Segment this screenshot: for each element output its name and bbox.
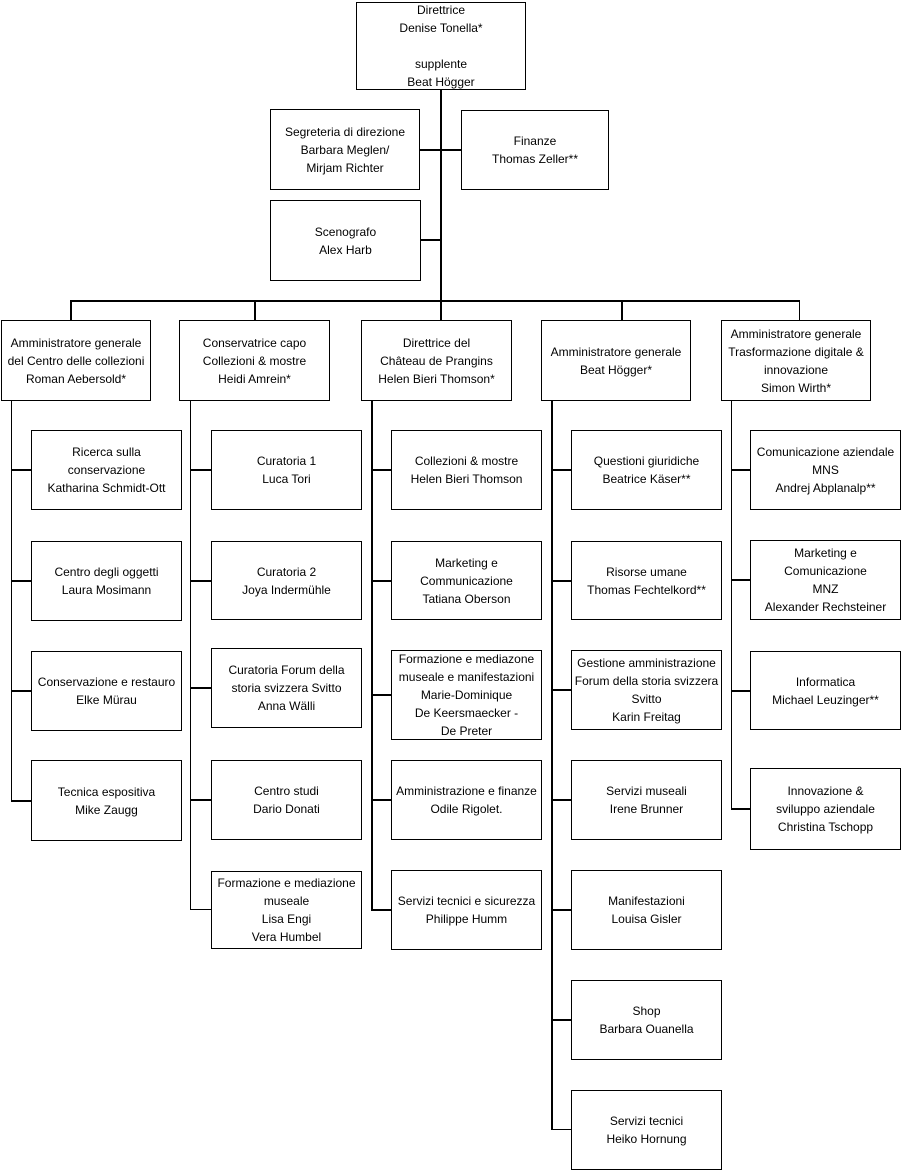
connector-root-trunk xyxy=(440,89,442,302)
connector-col5-trunk xyxy=(730,400,732,809)
org-node-questioni-giuridiche: Questioni giuridiche Beatrice Käser** xyxy=(571,430,722,510)
org-node-shop: Shop Barbara Ouanella xyxy=(571,980,722,1060)
org-node-informatica: Informatica Michael Leuzinger** xyxy=(750,651,901,730)
connector-col3-stub-4 xyxy=(371,799,391,801)
connector-col3-stub-1 xyxy=(371,469,391,471)
connector-col4-trunk xyxy=(551,400,553,1130)
connector-col4-stub-3 xyxy=(551,689,571,691)
connector-col2-stub-4 xyxy=(189,799,212,801)
org-node-marketing-communicazione: Marketing e Communicazione Tatiana Obers… xyxy=(391,541,542,620)
connector-col3-stub-2 xyxy=(371,580,391,582)
connector-col5-stub-1 xyxy=(730,469,750,471)
org-node-collezioni-mostre: Collezioni & mostre Helen Bieri Thomson xyxy=(391,430,542,510)
connector-drop-1 xyxy=(70,300,72,321)
connector-drop-2 xyxy=(254,300,256,321)
connector-col4-stub-6 xyxy=(551,1019,571,1021)
org-node-scenografo: Scenografo Alex Harb xyxy=(270,200,421,281)
connector-col2-stub-2 xyxy=(189,580,212,582)
connector-scenografo xyxy=(420,239,441,241)
org-node-head-centro-collezioni: Amministratore generale del Centro delle… xyxy=(1,320,151,401)
connector-col4-stub-1 xyxy=(551,469,571,471)
org-node-servizi-tecnici: Servizi tecnici Heiko Hornung xyxy=(571,1090,722,1170)
connector-segreteria-finanze xyxy=(420,149,461,151)
org-node-curatoria-forum: Curatoria Forum della storia svizzera Sv… xyxy=(211,648,362,728)
org-node-innovazione-sviluppo: Innovazione & sviluppo aziendale Christi… xyxy=(750,768,901,850)
connector-col4-stub-5 xyxy=(551,909,571,911)
connector-col4-stub-2 xyxy=(551,580,571,582)
org-node-manifestazioni: Manifestazioni Louisa Gisler xyxy=(571,870,722,950)
org-node-formazione-mediazione-museale: Formazione e mediazione museale Lisa Eng… xyxy=(211,871,362,949)
org-node-amministrazione-finanze: Amministrazione e finanze Odile Rigolet. xyxy=(391,760,542,840)
org-node-direttrice: Direttrice Denise Tonella* supplente Bea… xyxy=(356,2,526,90)
connector-col5-stub-3 xyxy=(730,690,750,692)
org-node-marketing-comunicazione-mnz: Marketing e Comunicazione MNZ Alexander … xyxy=(750,540,901,620)
connector-col1-stub-4 xyxy=(10,800,32,802)
connector-col2-trunk xyxy=(189,400,191,910)
connector-drop-3 xyxy=(440,300,442,321)
org-node-centro-oggetti: Centro degli oggetti Laura Mosimann xyxy=(31,541,182,621)
org-node-centro-studi: Centro studi Dario Donati xyxy=(211,760,362,840)
connector-col5-stub-4 xyxy=(730,808,750,810)
connector-col3-stub-5 xyxy=(371,909,391,911)
connector-col2-stub-5 xyxy=(189,908,212,910)
org-node-formazione-mediazone-manifestazioni: Formazione e mediazone museale e manifes… xyxy=(391,650,542,740)
connector-distribution xyxy=(70,300,800,302)
connector-col2-stub-1 xyxy=(189,469,212,471)
org-node-servizi-tecnici-sicurezza: Servizi tecnici e sicurezza Philippe Hum… xyxy=(391,870,542,950)
connector-col1-trunk xyxy=(10,400,12,801)
org-node-tecnica-espositiva: Tecnica espositiva Mike Zaugg xyxy=(31,760,182,841)
org-node-gestione-amministrazione: Gestione amministrazione Forum della sto… xyxy=(571,650,722,730)
connector-col1-stub-2 xyxy=(10,580,32,582)
connector-drop-4 xyxy=(621,300,623,321)
connector-col3-stub-3 xyxy=(371,694,391,696)
connector-col1-stub-3 xyxy=(10,690,32,692)
org-node-segreteria: Segreteria di direzione Barbara Meglen/ … xyxy=(270,109,420,190)
org-node-head-digitale-innovazione: Amministratore generale Trasformazione d… xyxy=(721,320,871,401)
connector-col3-trunk xyxy=(371,400,373,911)
connector-col5-stub-2 xyxy=(730,579,750,581)
connector-drop-5 xyxy=(798,300,800,321)
org-node-risorse-umane: Risorse umane Thomas Fechtelkord** xyxy=(571,541,722,620)
org-node-ricerca-conservazione: Ricerca sulla conservazione Katharina Sc… xyxy=(31,430,182,510)
org-node-curatoria-1: Curatoria 1 Luca Tori xyxy=(211,430,362,510)
connector-col4-stub-4 xyxy=(551,799,571,801)
connector-col4-stub-7 xyxy=(551,1128,571,1130)
org-node-conservazione-restauro: Conservazione e restauro Elke Mürau xyxy=(31,651,182,731)
connector-col2-stub-3 xyxy=(189,687,212,689)
org-node-servizi-museali: Servizi museali Irene Brunner xyxy=(571,760,722,840)
connector-col1-stub-1 xyxy=(10,469,32,471)
org-node-finanze: Finanze Thomas Zeller** xyxy=(461,110,609,190)
org-node-head-conservatrice-capo: Conservatrice capo Collezioni & mostre H… xyxy=(179,320,330,401)
org-node-head-amministratore-generale: Amministratore generale Beat Högger* xyxy=(541,320,691,401)
org-node-head-chateau-prangins: Direttrice del Château de Prangins Helen… xyxy=(361,320,512,401)
org-node-comunicazione-aziendale: Comunicazione aziendale MNS Andrej Abpla… xyxy=(750,430,901,510)
org-node-curatoria-2: Curatoria 2 Joya Indermühle xyxy=(211,541,362,620)
